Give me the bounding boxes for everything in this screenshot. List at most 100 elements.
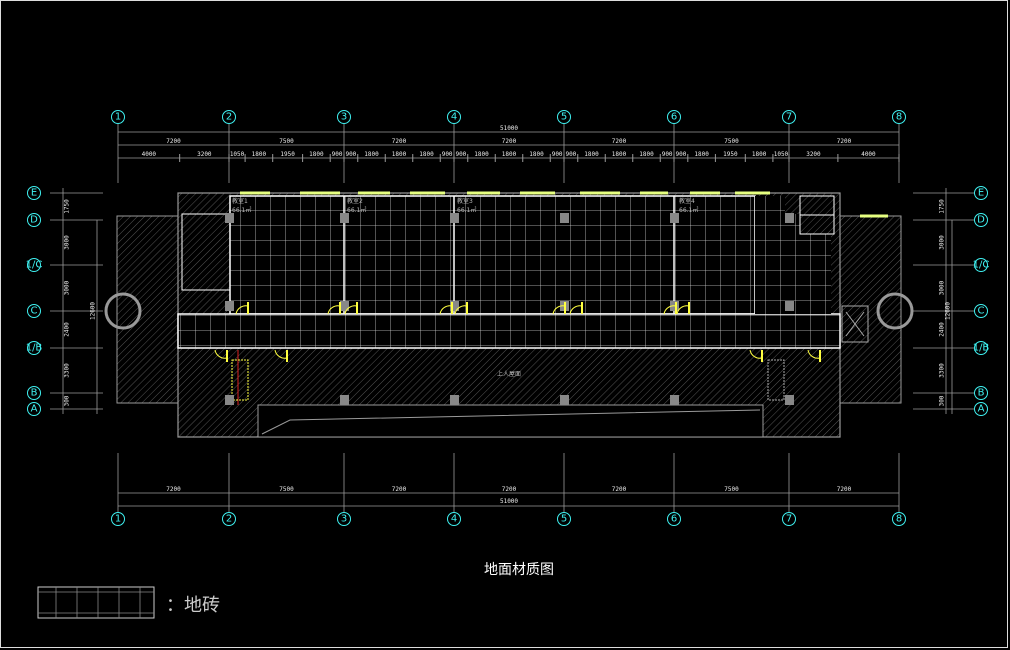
detail-dimension: 900 [565, 151, 576, 158]
bay-dimension-bottom: 7200 [837, 486, 852, 493]
row-axis-bubble [27, 304, 41, 318]
detail-dimension: 1800 [639, 151, 654, 158]
row-axis-label: E [978, 188, 984, 199]
row-axis-bubble [974, 213, 988, 227]
bay-dimension-bottom: 7200 [392, 486, 407, 493]
row-axis-label: C [31, 306, 38, 317]
column-axis-label: 6 [671, 514, 677, 525]
row-axis-bubble [27, 386, 41, 400]
classrooms-tile-floor [229, 195, 756, 315]
door-swing [274, 349, 288, 359]
column-axis-label: 7 [786, 112, 792, 123]
detail-dimension: 1950 [723, 151, 738, 158]
column-axis-label: 7 [786, 514, 792, 525]
row-dimension: 3300 [939, 363, 946, 378]
structural-column [785, 301, 794, 311]
structural-column [450, 395, 459, 405]
structural-column [225, 395, 234, 405]
toilet-block [181, 213, 231, 291]
detail-dimension: 1800 [252, 151, 267, 158]
column-axis-label: 2 [226, 112, 232, 123]
corridor-tile-floor [177, 313, 841, 349]
bay-dimension: 7200 [612, 138, 627, 145]
bay-dimension-bottom: 7500 [279, 486, 294, 493]
row-axis-bubble [974, 341, 988, 355]
structural-column [560, 395, 569, 405]
row-axis-bubble [27, 186, 41, 200]
detail-dimension: 1800 [392, 151, 407, 158]
left-terrace [116, 215, 179, 404]
row-axis-bubble [27, 213, 41, 227]
column-axis-bubble [892, 110, 906, 124]
row-dimension: 3000 [939, 280, 946, 295]
structural-column [670, 213, 679, 223]
room-area: 66.1㎡ [347, 206, 366, 214]
legend-tile-grid [38, 587, 154, 618]
structural-column [340, 301, 349, 311]
column-axis-label: 1 [115, 514, 121, 525]
room-name: 教室1 [232, 197, 248, 205]
detail-dimension: 1800 [529, 151, 544, 158]
row-axis-bubble [974, 386, 988, 400]
row-dimension: 2400 [64, 322, 71, 337]
door-swing [663, 305, 677, 315]
detail-dimension: 1800 [752, 151, 767, 158]
door-swing [327, 305, 341, 315]
row-axis-label: C [978, 306, 985, 317]
roof-label: 上人屋面 [497, 370, 521, 378]
bay-dimension: 7500 [279, 138, 294, 145]
row-dimension: 1750 [939, 199, 946, 214]
row-axis-label: A [31, 404, 38, 415]
door-swing [454, 305, 468, 315]
row-axis-bubble [27, 258, 41, 272]
column-axis-bubble [337, 512, 351, 526]
detail-dimension: 4000 [861, 151, 876, 158]
column-axis-label: 8 [896, 514, 902, 525]
room-area: 66.1㎡ [232, 206, 251, 214]
row-axis-label: B [31, 388, 38, 399]
structural-column [225, 301, 234, 311]
row-dimension: 3000 [64, 280, 71, 295]
door-swing [569, 305, 583, 315]
column-axis-bubble [892, 512, 906, 526]
detail-dimension: 1050 [230, 151, 245, 158]
roof-parapet-strip [257, 404, 764, 438]
overall-depth-dimension: 12600 [945, 302, 952, 320]
structural-column [450, 213, 459, 223]
column-axis-bubble [557, 110, 571, 124]
bay-dimension-bottom: 7200 [612, 486, 627, 493]
structural-column [340, 395, 349, 405]
row-dimension: 3300 [64, 363, 71, 378]
overall-depth-dimension: 12600 [90, 302, 97, 320]
door-swing [235, 305, 249, 315]
row-axis-bubble [974, 258, 988, 272]
bay-dimension: 7500 [724, 138, 739, 145]
column-axis-label: 5 [561, 514, 567, 525]
row-axis-label: A [978, 404, 985, 415]
row-axis-bubble [974, 304, 988, 318]
detail-dimension: 1800 [584, 151, 599, 158]
row-dimension: 3000 [939, 235, 946, 250]
door-swing [439, 305, 453, 315]
structural-column [225, 213, 234, 223]
row-dimension: 1750 [64, 199, 71, 214]
detail-dimension: 900 [675, 151, 686, 158]
detail-dimension: 1950 [280, 151, 295, 158]
detail-dimension: 1800 [419, 151, 434, 158]
detail-dimension: 1800 [364, 151, 379, 158]
column-axis-bubble [557, 512, 571, 526]
detail-dimension: 900 [662, 151, 673, 158]
stair-left [231, 359, 249, 401]
round-column-left [104, 292, 142, 330]
structural-column [785, 395, 794, 405]
column-axis-bubble [782, 512, 796, 526]
stair-right [767, 359, 785, 401]
column-axis-label: 6 [671, 112, 677, 123]
row-axis-label: D [977, 215, 985, 226]
detail-dimension: 3200 [197, 151, 212, 158]
room-name: 教室4 [679, 197, 695, 205]
detail-dimension: 900 [345, 151, 356, 158]
column-axis-bubble [447, 110, 461, 124]
roof-slope-line [261, 409, 761, 435]
